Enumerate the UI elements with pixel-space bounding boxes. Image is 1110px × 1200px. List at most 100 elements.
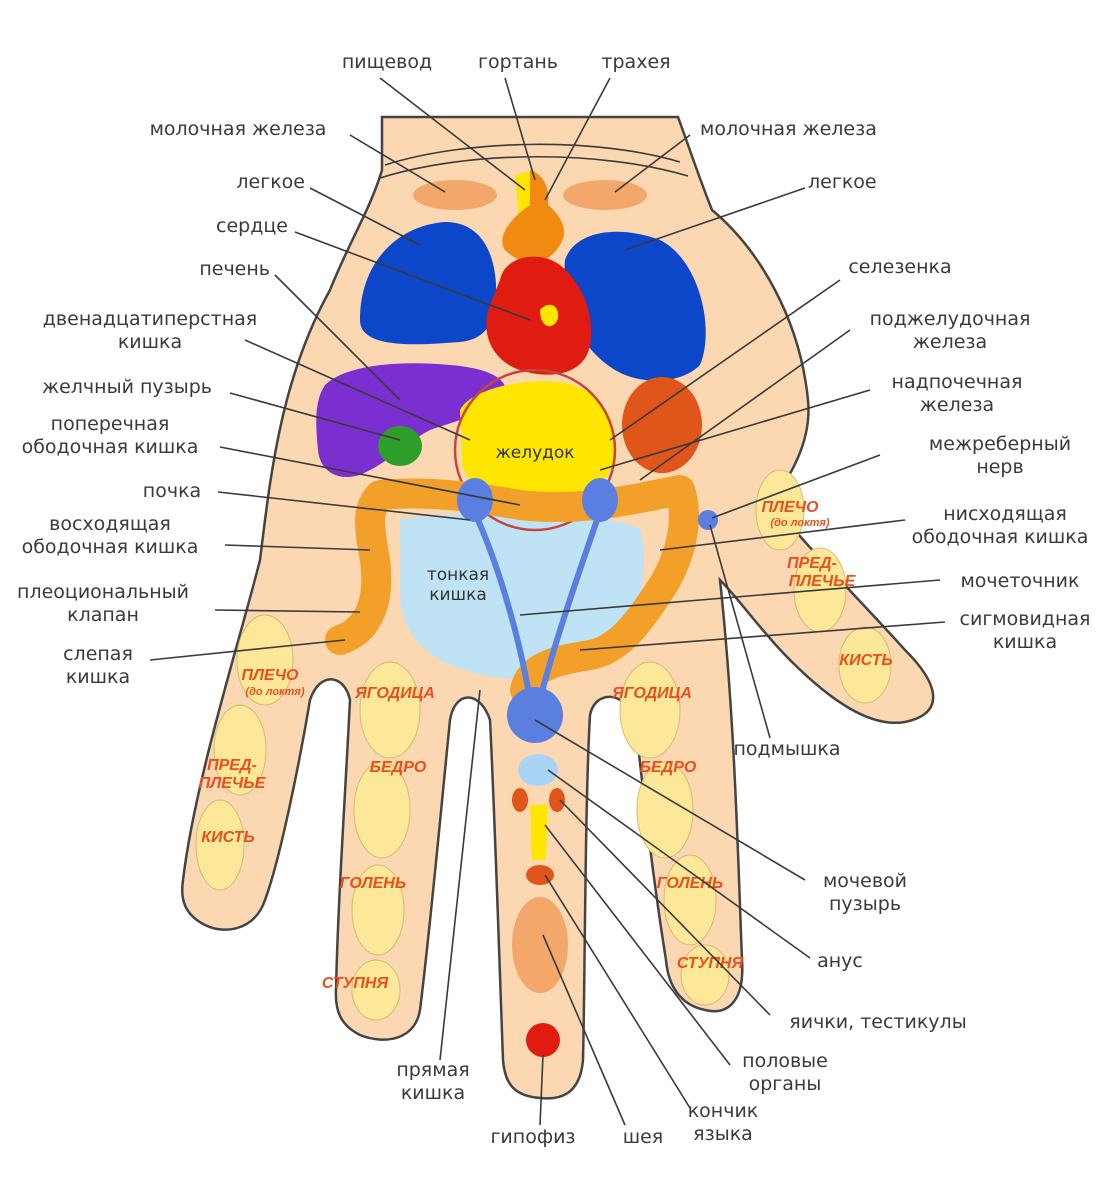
bone-middle-1	[359, 661, 421, 759]
label-heart: сердце	[216, 215, 288, 237]
limb-thigh-middle: БЕДРО	[370, 759, 427, 776]
testicle-right-zone	[549, 788, 565, 812]
label-bladder-2: пузырь	[829, 893, 901, 915]
label-ileocecal-2: клапан	[67, 604, 139, 626]
wrist-crease-2	[379, 155, 689, 179]
limb-shoulder-thumb: ПЛЕЧО	[762, 499, 820, 516]
solar-plexus-ring	[453, 368, 617, 532]
label-sigmoid-1: сигмовидная	[960, 608, 1091, 630]
label-mammary-left: молочная железа	[150, 118, 327, 140]
limb-labels: ПЛЕЧО (до локтя) ПРЕД- ПЛЕЧЬЕ КИСТЬ ЯГОД…	[199, 499, 893, 992]
anus-zone	[518, 754, 558, 786]
label-esophagus: пищевод	[342, 51, 432, 73]
label-gallbladder: желчный пузырь	[42, 376, 212, 398]
label-pancreas-1: поджелудочная	[870, 308, 1031, 330]
limb-forearm1-index: ПРЕД-	[207, 757, 257, 774]
bone-ring-1	[619, 661, 681, 759]
kidney-right-zone	[582, 478, 618, 522]
genitals-zone	[530, 805, 548, 860]
limb-shin-middle: ГОЛЕНЬ	[340, 875, 406, 892]
label-sigmoid-2: кишка	[993, 631, 1057, 653]
limb-hand-thumb: КИСТЬ	[839, 652, 892, 669]
limb-foot-ring: СТУПНЯ	[677, 955, 744, 972]
label-ileocecal-1: плеоциональный	[17, 581, 189, 603]
stomach-zone	[460, 381, 616, 505]
small-intestine-label-2: кишка	[429, 585, 487, 605]
bone-index-3	[195, 799, 245, 891]
bone-thumb-3	[838, 626, 892, 704]
label-duodenum-2: кишка	[118, 331, 182, 353]
bone-index-2	[213, 704, 267, 796]
limb-forearm1-thumb: ПРЕД-	[787, 555, 837, 572]
limb-shin-ring: ГОЛЕНЬ	[657, 875, 723, 892]
label-tongue-2: языка	[693, 1123, 753, 1145]
finger-bones	[195, 469, 892, 1021]
label-ascending-2: ободочная кишка	[22, 536, 199, 558]
label-trachea: трахея	[601, 51, 670, 73]
bone-ring-3	[663, 854, 717, 946]
label-descending-1: нисходящая	[943, 503, 1067, 525]
limb-buttock-middle: ЯГОДИЦА	[354, 685, 435, 702]
label-genitals-2: органы	[749, 1073, 822, 1095]
neck-zone	[512, 897, 568, 993]
label-mammary-right: молочная железа	[700, 118, 877, 140]
label-intercostal-1: межреберный	[929, 433, 1071, 455]
label-duodenum-1: двенадцатиперстная	[43, 308, 257, 330]
bone-ring-2	[636, 761, 694, 859]
label-larynx: гортань	[478, 51, 558, 73]
ureter-left	[475, 518, 533, 701]
ureter-right	[537, 519, 600, 701]
label-genitals-1: половые	[742, 1050, 828, 1072]
tongue-tip-zone	[526, 865, 554, 885]
label-lung-right: легкое	[808, 171, 877, 193]
limb-forearm2-index: ПЛЕЧЬЕ	[199, 775, 267, 792]
intercostal-nerve-zone	[698, 510, 718, 530]
bone-index-1	[236, 614, 294, 706]
limb-forearm2-thumb: ПЛЕЧЬЕ	[789, 573, 857, 590]
kidney-left-zone	[457, 478, 493, 522]
label-liver: печень	[199, 258, 270, 280]
bone-middle-3	[351, 864, 405, 956]
label-spleen: селезенка	[848, 256, 951, 278]
label-intercostal-2: нерв	[976, 456, 1023, 478]
stomach-label: желудок	[495, 443, 574, 463]
label-transverse-2: ободочная кишка	[22, 436, 199, 458]
limb-to-elbow-thumb: (до локтя)	[770, 517, 829, 529]
pituitary-zone	[526, 1023, 560, 1057]
limb-hand-index: КИСТЬ	[201, 829, 254, 846]
esophagus-zone	[502, 170, 565, 263]
small-intestine-label-1: тонкая	[427, 565, 489, 585]
label-kidney: почка	[143, 480, 201, 502]
label-tongue-1: кончик	[688, 1100, 759, 1122]
bone-thumb-1	[755, 469, 805, 551]
label-adrenal-2: железа	[920, 394, 994, 416]
heart-zone	[486, 256, 592, 375]
label-descending-2: ободочная кишка	[912, 526, 1089, 548]
organ-labels: пищевод гортань трахея молочная железа м…	[17, 51, 1090, 1148]
mammary-right-zone	[563, 180, 647, 210]
bladder-zone	[507, 687, 563, 743]
label-anus: анус	[817, 950, 863, 972]
testicle-left-zone	[512, 788, 528, 812]
limb-thigh-ring: БЕДРО	[640, 759, 697, 776]
label-rectum-1: прямая	[396, 1059, 469, 1081]
label-ascending-1: восходящая	[49, 513, 171, 535]
lung-right-zone	[564, 231, 706, 381]
limb-foot-middle: СТУПНЯ	[322, 975, 389, 992]
label-armpit: подмышка	[733, 738, 840, 760]
label-cecum-1: слепая	[63, 643, 133, 665]
bone-ring-4	[680, 944, 730, 1006]
gallbladder-zone	[378, 426, 422, 466]
liver-zone	[316, 363, 506, 478]
label-testicles: яички, тестикулы	[789, 1011, 966, 1033]
label-cecum-2: кишка	[66, 666, 130, 688]
spleen-zone	[622, 377, 702, 473]
mammary-left-zone	[413, 180, 497, 210]
lung-left-zone	[360, 222, 497, 345]
label-ureter: мочеточник	[960, 570, 1079, 592]
limb-shoulder-index: ПЛЕЧО	[242, 667, 300, 684]
heart-highlight	[540, 304, 559, 327]
label-bladder-1: мочевой	[823, 870, 907, 892]
label-neck: шея	[623, 1126, 664, 1148]
